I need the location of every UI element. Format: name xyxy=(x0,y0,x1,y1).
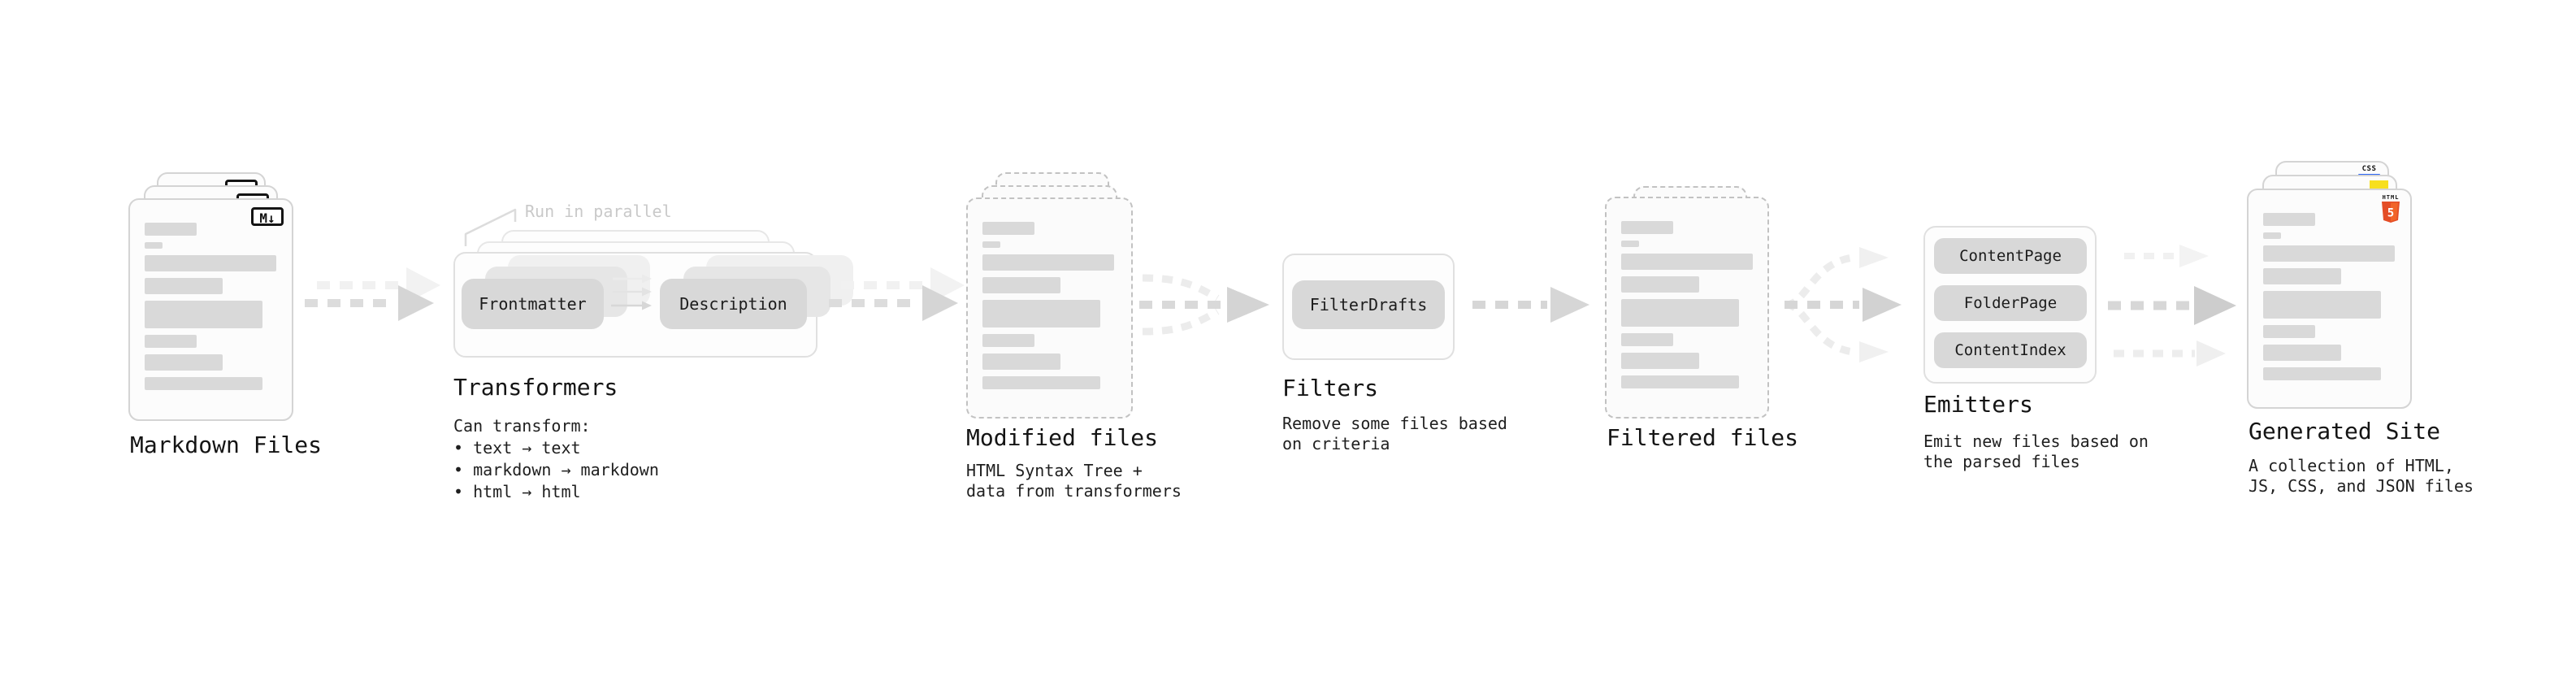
doc-bar xyxy=(1621,375,1739,388)
emitters-description: Emit new files based on the parsed files xyxy=(1923,432,2149,471)
doc-bar xyxy=(145,255,276,271)
doc-bar xyxy=(145,301,262,328)
doc-bar xyxy=(1621,276,1699,293)
js-icon xyxy=(2370,180,2388,189)
doc-bar xyxy=(2263,345,2341,361)
doc-bar xyxy=(982,334,1034,347)
generated-site-description: A collection of HTML, JS, CSS, and JSON … xyxy=(2249,456,2474,496)
description-pill: Description xyxy=(660,279,807,329)
arrow-emitters-to-site-middle xyxy=(2108,286,2236,325)
folderpage-pill: FolderPage xyxy=(1934,285,2087,321)
doc-bar xyxy=(982,254,1114,271)
filters-description: Remove some files based on criteria xyxy=(1282,414,1507,453)
frontmatter-pill: Frontmatter xyxy=(462,279,604,329)
document-content-placeholder xyxy=(145,223,276,390)
modified-file-card-front xyxy=(966,197,1133,419)
arrow-filtered-to-emitters-split xyxy=(1785,247,1902,362)
doc-bar xyxy=(982,277,1060,293)
svg-text:5: 5 xyxy=(2387,207,2394,220)
doc-bar xyxy=(982,354,1060,370)
filters-title: Filters xyxy=(1282,375,1379,401)
doc-bar xyxy=(2263,325,2315,338)
modified-files-stack xyxy=(966,172,1169,424)
document-content-placeholder xyxy=(982,222,1114,389)
doc-bar xyxy=(2263,213,2315,226)
doc-bar xyxy=(982,222,1034,235)
markdown-files-stack: M↓ M↓ M↓ xyxy=(128,172,332,424)
parallel-transform-arrows xyxy=(611,274,652,310)
document-content-placeholder xyxy=(2263,213,2395,380)
transformers-description: Can transform: • text → text • markdown … xyxy=(453,416,659,501)
doc-bar xyxy=(145,242,163,249)
doc-bar xyxy=(2263,367,2381,380)
generated-site-stack: CSS HTML 5 xyxy=(2247,161,2450,413)
modified-files-title: Modified files xyxy=(966,424,1159,451)
markdown-file-card-front: M↓ xyxy=(128,198,293,421)
filtered-files-stack xyxy=(1605,186,1808,430)
doc-bar xyxy=(145,377,262,390)
doc-bar xyxy=(1621,221,1673,234)
contentindex-pill: ContentIndex xyxy=(1934,332,2087,368)
doc-bar xyxy=(982,241,1000,248)
doc-bar xyxy=(145,278,223,294)
doc-bar xyxy=(2263,232,2281,239)
transformers-title: Transformers xyxy=(453,374,618,401)
run-in-parallel-leader-line xyxy=(464,208,517,246)
doc-bar xyxy=(2263,291,2381,319)
doc-bar xyxy=(1621,241,1639,247)
arrow-emitters-to-site-top xyxy=(2124,245,2209,267)
doc-bar xyxy=(1621,254,1753,270)
arrow-markdown-to-transformers xyxy=(305,267,440,321)
doc-bar xyxy=(145,354,223,371)
arrow-emitters-to-site-bottom xyxy=(2114,340,2226,367)
html-file-card: HTML 5 xyxy=(2247,189,2412,409)
css-icon-label: CSS xyxy=(2361,165,2377,173)
markdown-icon: M↓ xyxy=(251,207,284,226)
doc-bar xyxy=(145,223,197,236)
doc-bar xyxy=(1621,299,1739,327)
document-content-placeholder xyxy=(1621,221,1753,388)
filtered-file-card-front xyxy=(1605,197,1769,419)
arrow-filters-to-filtered xyxy=(1472,287,1589,323)
html5-icon: HTML 5 xyxy=(2381,194,2400,223)
arrow-transformers-to-modified xyxy=(829,267,965,321)
filtered-files-title: Filtered files xyxy=(1607,424,1799,451)
doc-bar xyxy=(2263,245,2395,262)
run-in-parallel-note: Run in parallel xyxy=(525,202,672,221)
doc-bar xyxy=(982,376,1100,389)
emitters-title: Emitters xyxy=(1923,391,2033,418)
markdown-files-title: Markdown Files xyxy=(130,432,323,458)
doc-bar xyxy=(145,335,197,348)
generated-site-title: Generated Site xyxy=(2249,418,2441,445)
arrow-modified-to-filters-merge xyxy=(1139,274,1269,336)
doc-bar xyxy=(1621,353,1699,369)
doc-bar xyxy=(982,300,1100,327)
filterdrafts-pill: FilterDrafts xyxy=(1292,280,1445,329)
doc-bar xyxy=(2263,268,2341,284)
modified-files-description: HTML Syntax Tree + data from transformer… xyxy=(966,461,1182,501)
html5-icon-label: HTML xyxy=(2382,194,2400,201)
contentpage-pill: ContentPage xyxy=(1934,238,2087,274)
doc-bar xyxy=(1621,333,1673,346)
